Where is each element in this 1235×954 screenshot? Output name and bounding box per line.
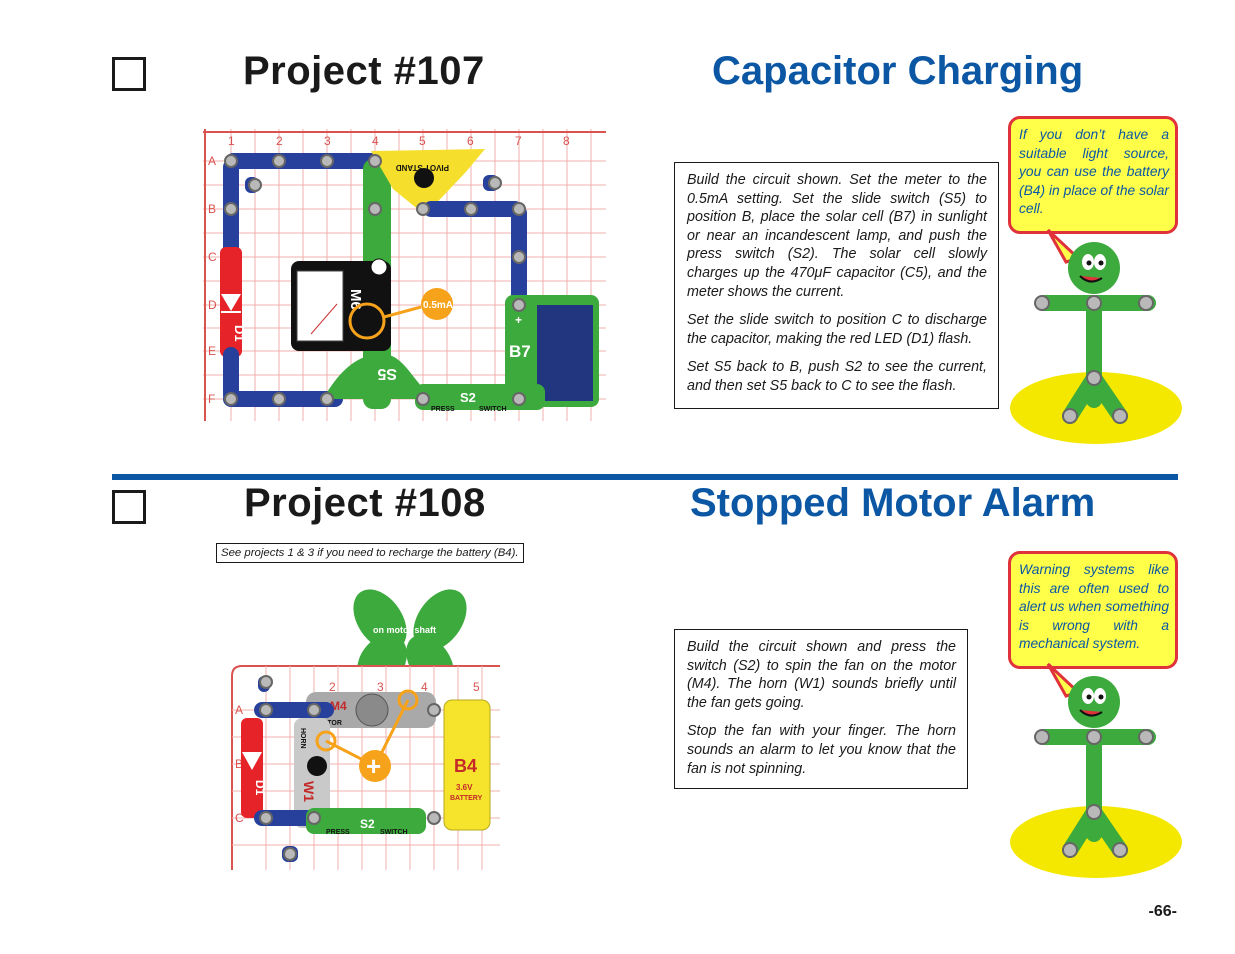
solar-cell-plus: + [515, 313, 522, 327]
row-label: C [235, 811, 244, 825]
mascot-shadow [1010, 372, 1182, 444]
battery-volts: 3.6V [456, 783, 473, 792]
description-paragraph: Build the circuit shown. Set the meter t… [687, 172, 987, 300]
project-108-checkbox[interactable] [112, 490, 146, 524]
polarity-plus: + [366, 751, 381, 781]
col-label: 5 [419, 134, 426, 148]
col-label: 7 [515, 134, 522, 148]
project-108-circuit-diagram: on motor shaft 1 2 3 4 5 A B C B4 3.6V B… [231, 589, 500, 870]
press-switch-label: S2 [460, 390, 476, 405]
row-label: A [235, 703, 243, 717]
row-label: C [208, 250, 217, 264]
press-switch-s2 [415, 384, 545, 410]
project-107-mascot [1010, 228, 1182, 444]
meter-setting-callout [421, 288, 453, 320]
project-107-number: Project #107 [243, 49, 485, 93]
description-paragraph: Set the slide switch to position C to di… [687, 312, 987, 347]
col-label: 6 [467, 134, 474, 148]
tip-text: If you don’t have a suitable light sourc… [1019, 127, 1169, 217]
project-107-title: Capacitor Charging [712, 49, 1084, 93]
col-label: 4 [372, 134, 379, 148]
description-paragraph: Set S5 back to B, push S2 to see the cur… [687, 359, 987, 394]
motor-label: M4 [330, 699, 347, 713]
fan-label: on motor shaft [373, 625, 436, 635]
battery-label: B4 [454, 756, 477, 776]
mascot-shadow [1010, 806, 1182, 878]
col-label: 5 [473, 680, 480, 694]
slide-switch-label: S5 [377, 365, 397, 382]
col-label: 3 [377, 680, 384, 694]
project-108-title: Stopped Motor Alarm [690, 481, 1096, 525]
wire-top-left [225, 153, 385, 169]
horn-label: W1 [301, 781, 317, 802]
project-108-description: Build the circuit shown and press the sw… [674, 629, 968, 789]
meter-setting-label: 0.5mA [423, 300, 453, 311]
col-label: 3 [324, 134, 331, 148]
row-label: F [208, 392, 215, 406]
row-label: B [208, 202, 216, 216]
col-label: 1 [228, 134, 235, 148]
switch-word-108: SWITCH [380, 829, 408, 836]
solar-cell-label: B7 [509, 342, 531, 361]
press-switch-s2-108 [306, 808, 426, 834]
project-108-mascot [1010, 662, 1182, 878]
battery-b4 [443, 699, 491, 831]
slide-switch-s5 [323, 354, 433, 399]
mascot-figure [1034, 676, 1156, 858]
col-label: 2 [276, 134, 283, 148]
project-108-number: Project #108 [244, 481, 486, 525]
battery-recharge-note: See projects 1 & 3 if you need to rechar… [216, 543, 524, 563]
row-label: E [208, 344, 216, 358]
switch-label: S2 [360, 817, 375, 831]
press-label-108: PRESS [326, 829, 350, 836]
row-label: A [208, 154, 216, 168]
battery-word: BATTERY [450, 795, 483, 802]
description-paragraph: Build the circuit shown and press the sw… [687, 639, 956, 711]
project-107-checkbox[interactable] [112, 57, 146, 91]
col-label: 4 [421, 680, 428, 694]
polarity-callout [359, 750, 391, 782]
row-label: D [208, 298, 217, 312]
description-paragraph: Stop the fan with your finger. The horn … [687, 723, 956, 777]
section-divider [112, 474, 1178, 480]
led-d1-label: D1 [232, 325, 247, 342]
press-label: PRESS [431, 406, 455, 413]
meter-setting-highlight [348, 302, 386, 340]
mascot-figure [1034, 242, 1156, 424]
project-107-tip-bubble: If you don’t have a suitable light sourc… [1008, 116, 1178, 234]
led-label: D1 [253, 780, 267, 796]
horn-word: HORN [299, 728, 306, 749]
project-107-description: Build the circuit shown. Set the meter t… [674, 162, 999, 409]
project-107-circuit-diagram: 1 2 3 4 5 6 7 8 A B C D E F D1 [203, 129, 606, 421]
col-label: 8 [563, 134, 570, 148]
page-number: -66- [1148, 903, 1177, 920]
project-108-tip-bubble: Warning systems like this are often used… [1008, 551, 1178, 669]
col-label: 2 [329, 680, 336, 694]
switch-word: SWITCH [479, 406, 507, 413]
tip-text: Warning systems like this are often used… [1019, 562, 1169, 652]
pivot-stand-label: PIVOT STAND [396, 163, 449, 172]
row-label: B [235, 757, 243, 771]
